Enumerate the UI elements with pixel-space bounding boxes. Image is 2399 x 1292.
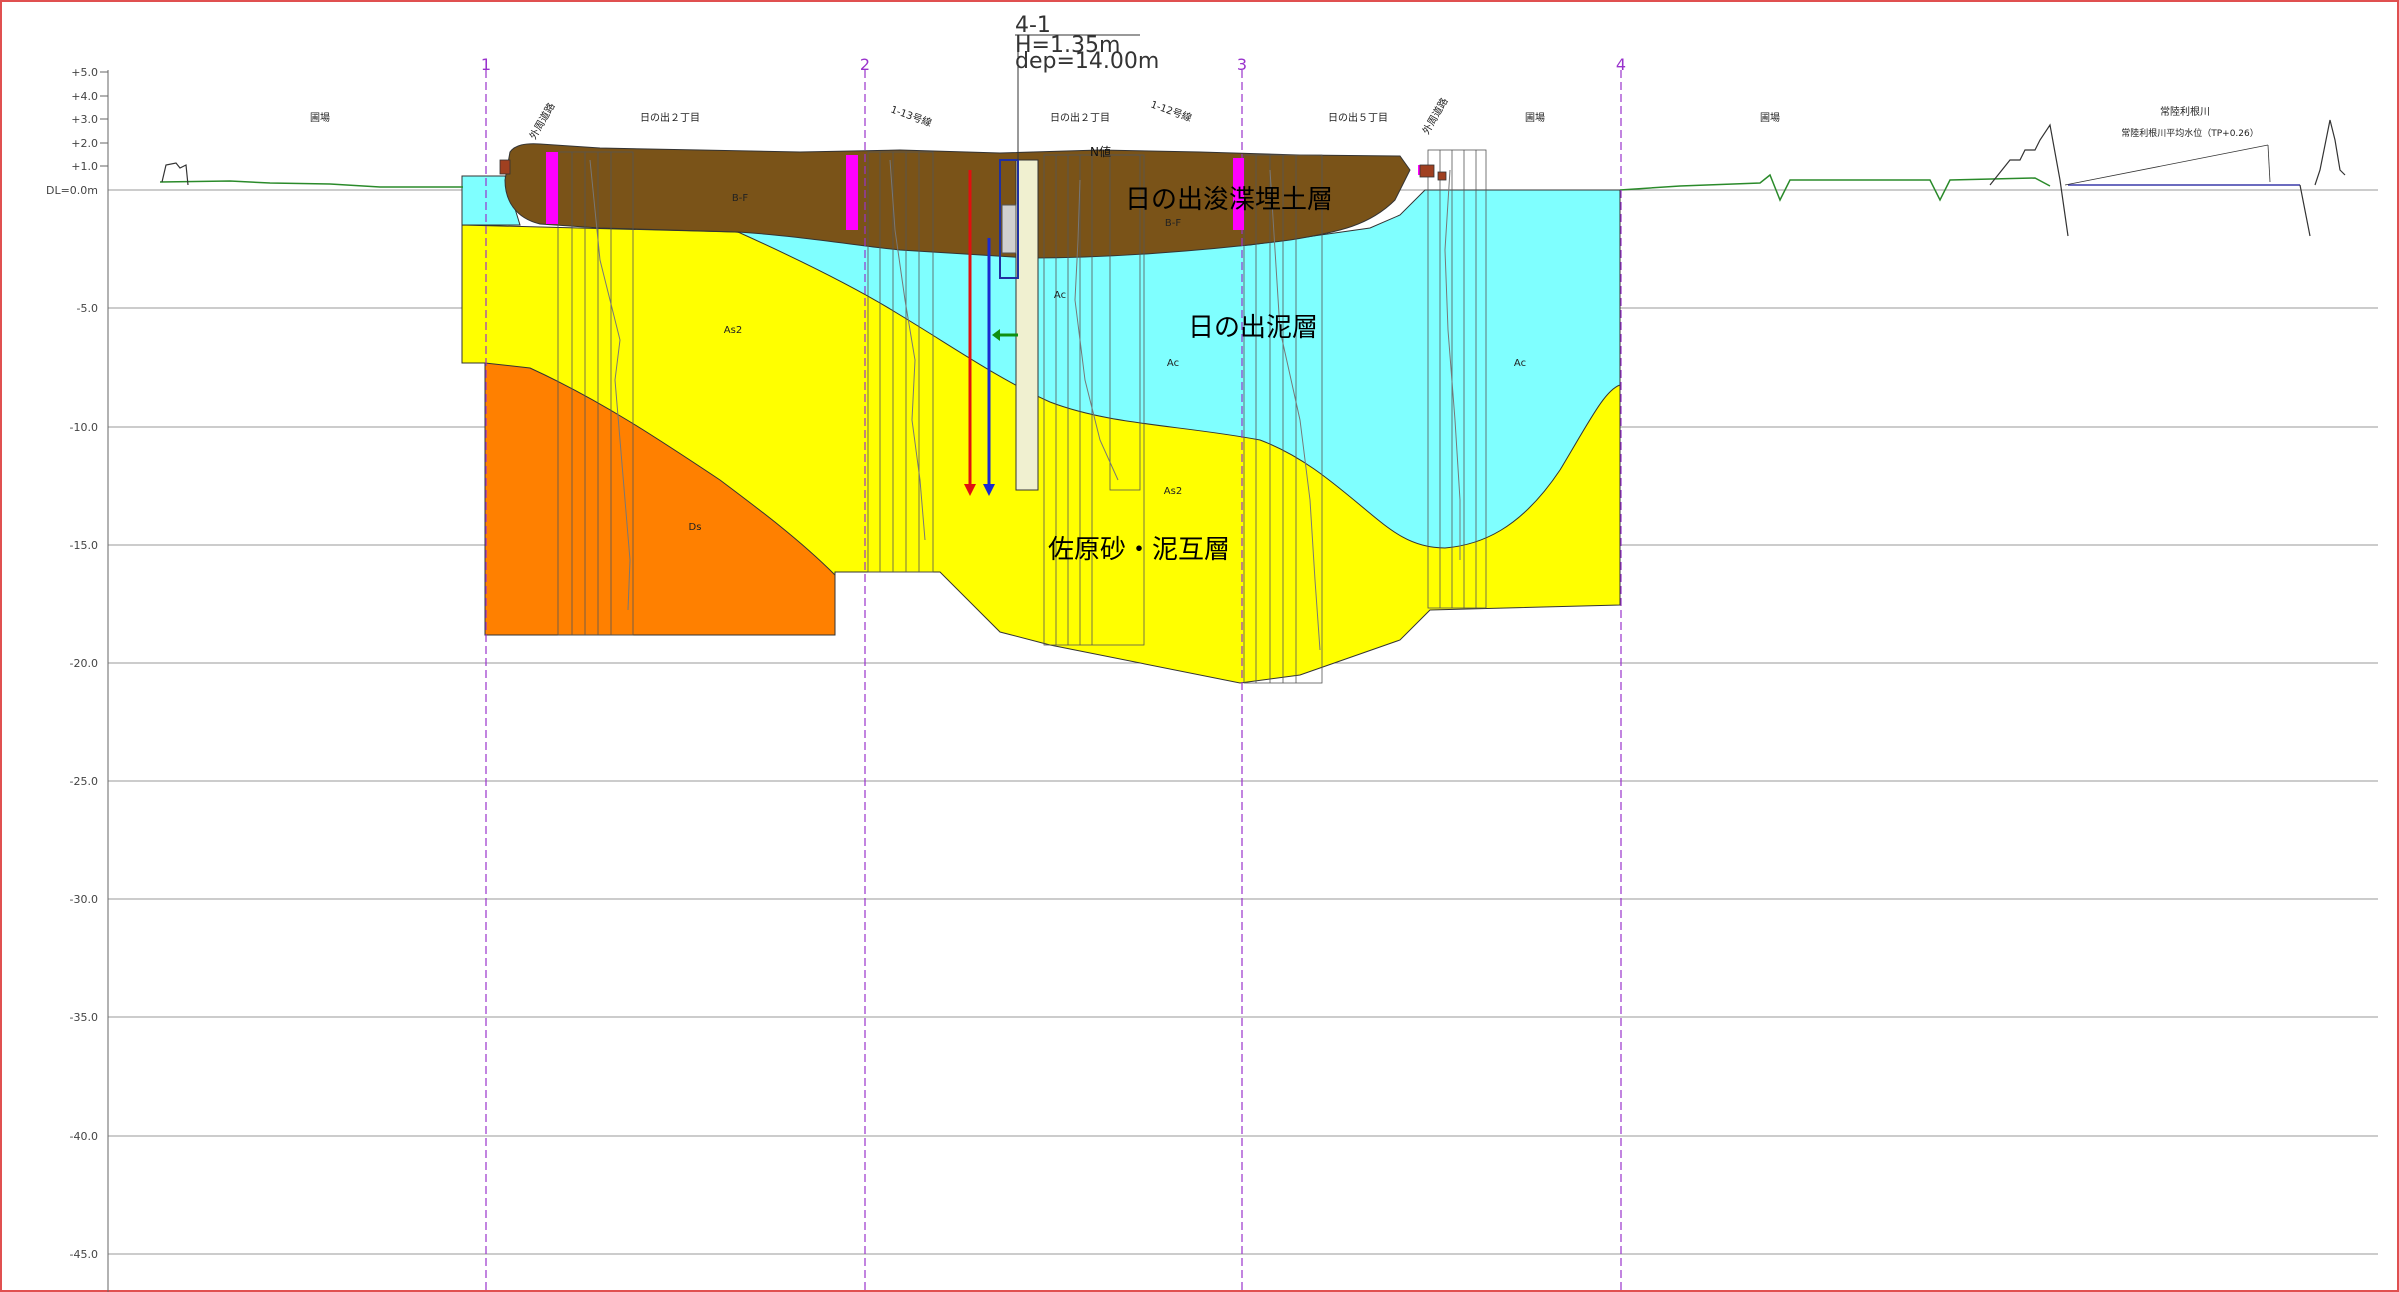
layer-sand-mud-name: 佐原砂・泥互層: [1048, 535, 1230, 565]
tick-label: -10.0: [70, 421, 98, 434]
place-hinode5: 日の出５丁目: [1328, 111, 1388, 124]
borehole-columns: [557, 149, 1487, 684]
tick-label: -25.0: [70, 775, 98, 788]
section-marker-4: 4: [1616, 55, 1626, 74]
embankment-right-river: [2299, 119, 2346, 237]
code-as2-center: As2: [1164, 486, 1182, 497]
mud-layer: [737, 189, 1621, 549]
ground-surface-right: [1619, 173, 2051, 202]
layer-fill-name: 日の出浚渫埋土層: [1125, 185, 1333, 215]
section-marker-1: 1: [481, 55, 491, 74]
code-ac-right: Ac: [1514, 358, 1526, 369]
layer-mud-name: 日の出泥層: [1188, 313, 1318, 343]
tick-label: -20.0: [70, 657, 98, 670]
elevation-axis-labels: +5.0 +4.0 +3.0 +2.0 +1.0 DL=0.0m -5.0 -1…: [46, 66, 98, 1261]
borehole-label-4-1: 4-1 H=1.35m dep=14.00m: [1015, 13, 1159, 74]
place-names: 圃場 日の出２丁目 日の出２丁目 日の出５丁目 圃場 圃場 常陸利根川 常陸利根…: [310, 105, 2259, 139]
tick-label: -15.0: [70, 539, 98, 552]
tick-label: +1.0: [71, 160, 98, 173]
tick-label-datum: DL=0.0m: [46, 184, 98, 197]
n-value-label: N値: [1090, 144, 1111, 159]
tick-label: +4.0: [71, 90, 98, 103]
place-river: 常陸利根川: [2160, 105, 2210, 118]
place-field-right1: 圃場: [1525, 111, 1545, 124]
tick-label: -30.0: [70, 893, 98, 906]
svg-text:4-1: 4-1: [1015, 13, 1051, 38]
tick-label: -45.0: [70, 1248, 98, 1261]
code-bf-left: B-F: [732, 193, 748, 204]
casing-outline: [999, 159, 1019, 279]
code-ac-center: Ac: [1167, 358, 1179, 369]
borehole-4-1-hatched: [1015, 159, 1039, 491]
place-field-left: 圃場: [310, 111, 330, 124]
code-ds: Ds: [689, 522, 702, 533]
layer-names: 日の出浚渫埋土層 日の出泥層 佐原砂・泥互層: [1048, 185, 1333, 565]
place-field-right2: 圃場: [1760, 111, 1780, 124]
soil-codes: B-F B-F As2 As2 Ac Ac Ac Ds: [689, 193, 1527, 533]
code-as2-left: As2: [724, 325, 742, 336]
place-hinode2-b: 日の出２丁目: [1050, 111, 1110, 124]
code-bf-right: B-F: [1165, 218, 1181, 229]
tick-label: +2.0: [71, 137, 98, 150]
section-marker-2: 2: [860, 55, 870, 74]
tick-label: -5.0: [77, 302, 98, 315]
fill-layer: [504, 143, 1411, 259]
structure-left: [161, 162, 189, 186]
ground-surface-left: [159, 180, 463, 188]
surface-structures: [499, 159, 1447, 181]
tick-label: -40.0: [70, 1130, 98, 1143]
section-marker-labels: 1 2 3 4: [481, 55, 1626, 74]
place-hinode2-a: 日の出２丁目: [640, 111, 700, 124]
code-ac-near: Ac: [1054, 290, 1066, 301]
svg-text:dep=14.00m: dep=14.00m: [1015, 49, 1159, 74]
tick-label: -35.0: [70, 1011, 98, 1024]
embankment-left-river: [1989, 123, 2069, 237]
section-marker-3: 3: [1237, 55, 1247, 74]
place-river-level: 常陸利根川平均水位（TP+0.26）: [2121, 127, 2259, 139]
tick-label: +5.0: [71, 66, 98, 79]
n-value-plots: [589, 159, 1461, 651]
svg-text:H=1.35m: H=1.35m: [1015, 33, 1120, 58]
tick-label: +3.0: [71, 113, 98, 126]
ds-layer: [484, 362, 836, 636]
